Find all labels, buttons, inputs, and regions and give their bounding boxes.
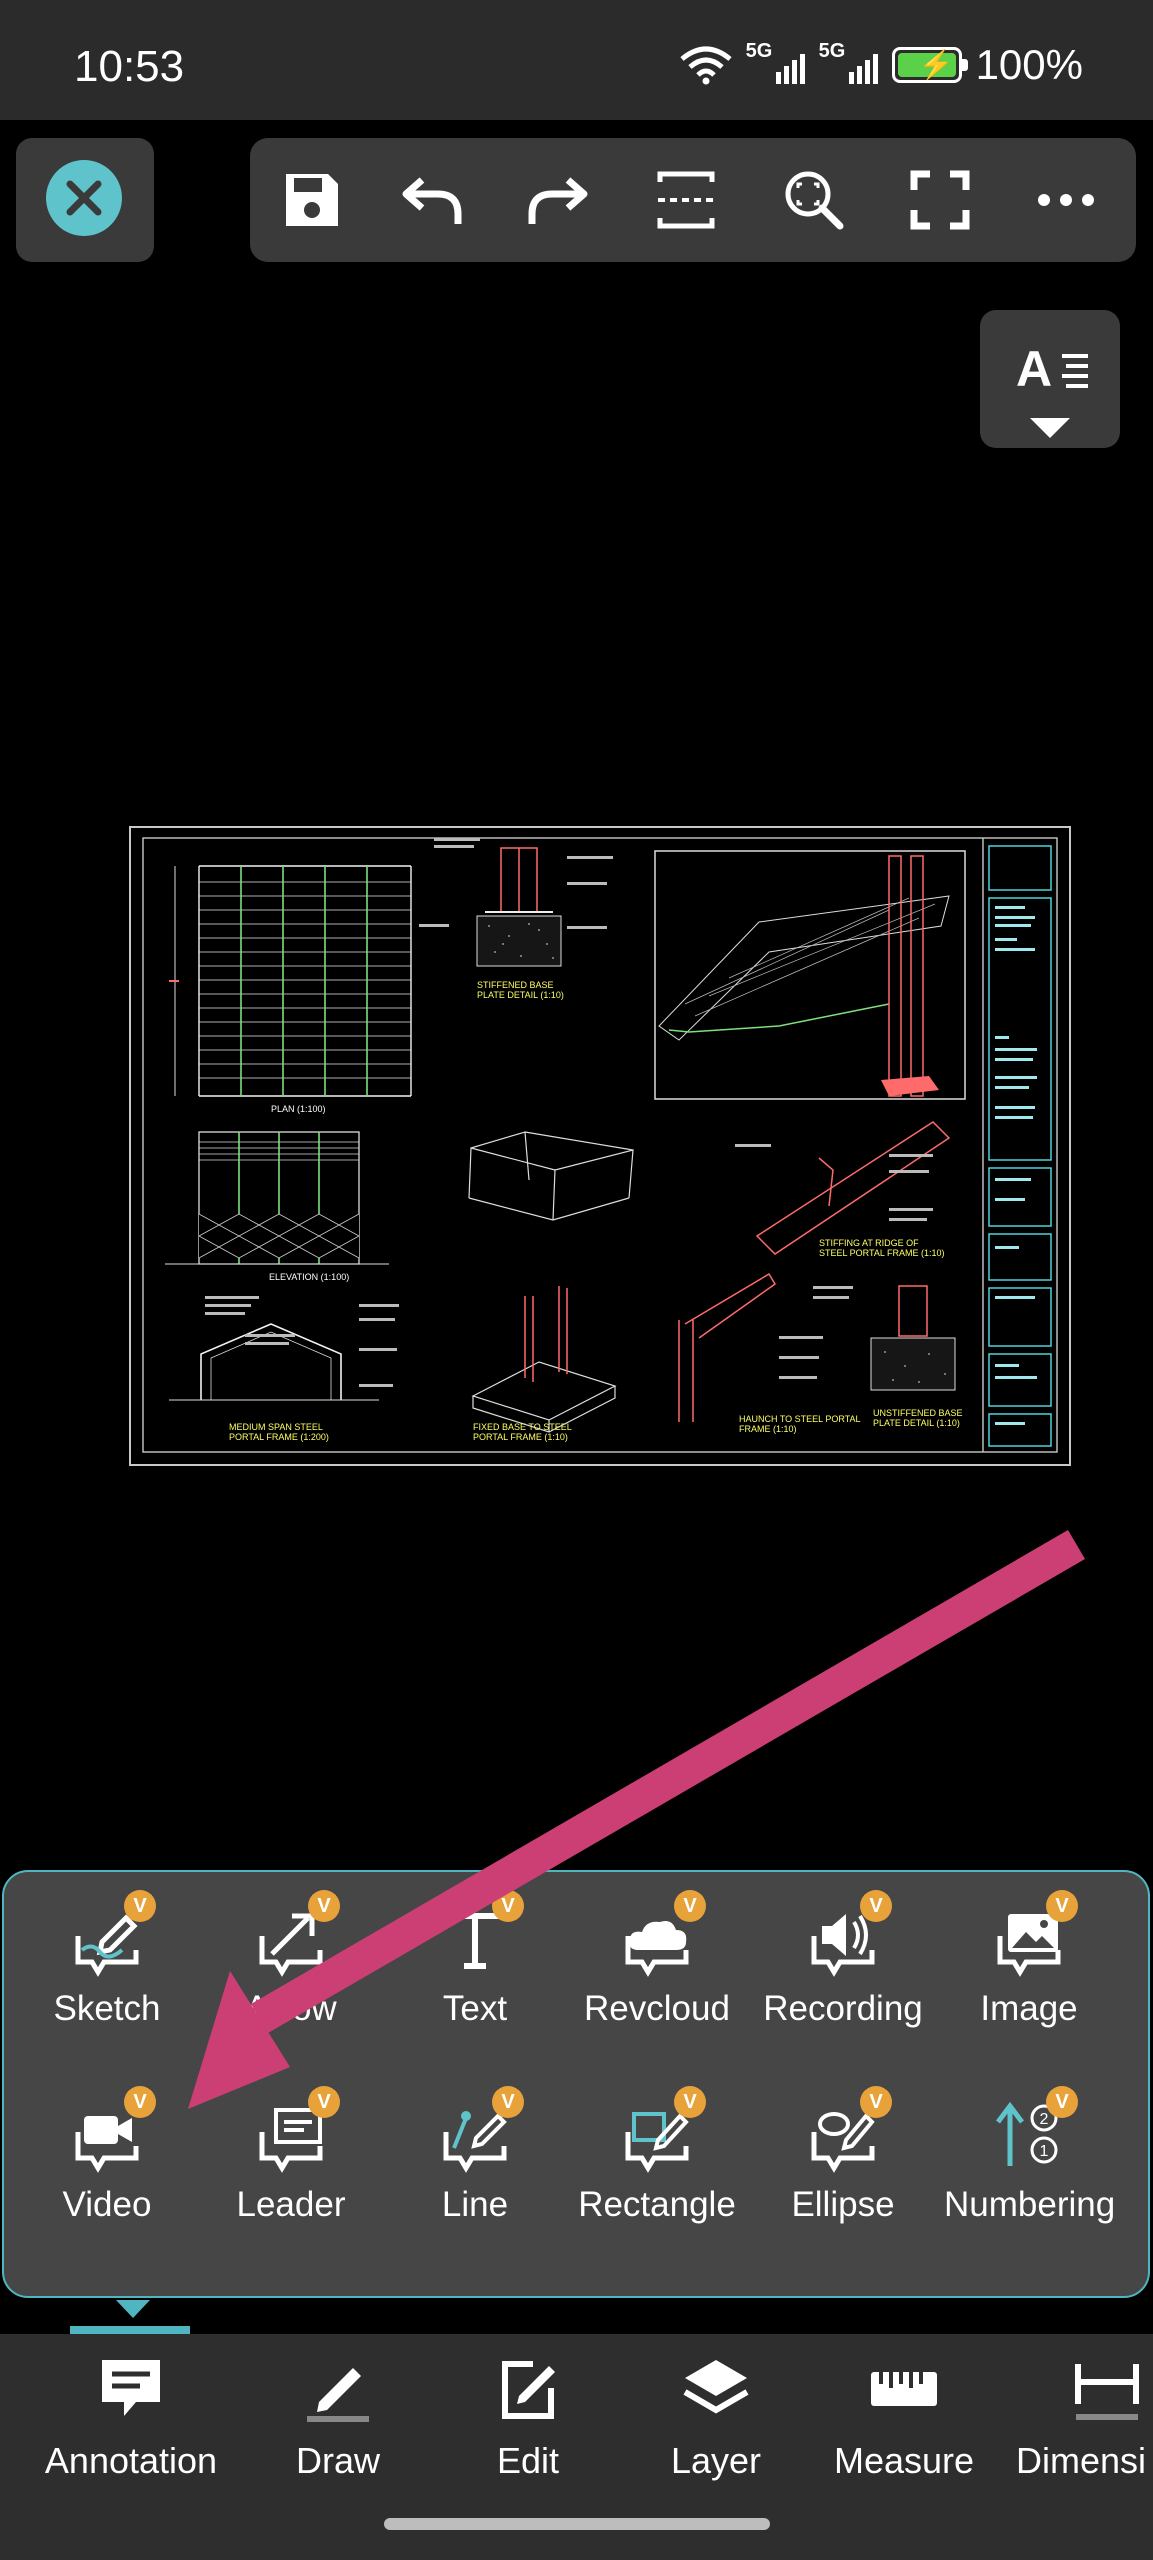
- plan-label: PLAN (1:100): [271, 1104, 326, 1114]
- vip-badge: V: [124, 1890, 156, 1922]
- line-tool-icon: [443, 2111, 507, 2173]
- elevation-label: ELEVATION (1:100): [269, 1272, 349, 1282]
- text-style-button[interactable]: A: [980, 310, 1120, 448]
- bottom-navigation: Annotation Draw Edit Layer: [0, 2334, 1153, 2560]
- status-time: 10:53: [74, 42, 185, 91]
- draw-icon: [307, 2368, 369, 2422]
- numbering-icon: 2 1: [996, 2101, 1058, 2166]
- signal-icon-1: 5G: [746, 40, 805, 84]
- tab-layer[interactable]: Layer: [656, 2354, 776, 2482]
- ruler-icon: [871, 2372, 937, 2406]
- status-icons: 5G 5G ⚡ 100%: [679, 40, 1083, 90]
- edit-icon: [502, 2361, 555, 2419]
- fullscreen-icon[interactable]: [908, 168, 972, 232]
- battery-icon: ⚡: [891, 47, 968, 83]
- undo-icon[interactable]: [400, 168, 464, 232]
- panel-pointer: [116, 2300, 150, 2318]
- close-button-container: [16, 138, 154, 262]
- more-icon[interactable]: [1034, 168, 1098, 232]
- unstiffened-label: UNSTIFFENED BASE: [873, 1408, 963, 1418]
- tool-sketch[interactable]: V Sketch: [22, 1890, 192, 2030]
- stiffened-label: STIFFENED BASE: [477, 980, 554, 990]
- tool-ellipse[interactable]: V Ellipse: [758, 2086, 928, 2226]
- tool-leader[interactable]: V Leader: [206, 2086, 376, 2226]
- battery-percent: 100%: [975, 41, 1083, 88]
- vip-badge: V: [124, 2086, 156, 2118]
- close-icon: [66, 180, 102, 216]
- tab-dimension[interactable]: Dimensi: [1016, 2354, 1153, 2482]
- unstiffened-label-2: PLATE DETAIL (1:10): [873, 1418, 960, 1428]
- annotation-icon: [102, 2360, 160, 2416]
- vip-badge: V: [1046, 1890, 1078, 1922]
- medium-label-2: PORTAL FRAME (1:200): [229, 1432, 329, 1442]
- vip-badge: V: [308, 2086, 340, 2118]
- tool-video[interactable]: V Video: [22, 2086, 192, 2226]
- haunch-label: HAUNCH TO STEEL PORTAL: [739, 1414, 861, 1424]
- leader-icon: [259, 2108, 323, 2173]
- signal-icon-2: 5G: [819, 40, 878, 84]
- vip-badge: V: [860, 1890, 892, 1922]
- vip-badge: V: [674, 2086, 706, 2118]
- close-button[interactable]: [46, 160, 122, 236]
- tab-annotation[interactable]: Annotation: [38, 2354, 224, 2482]
- wifi-icon: [679, 46, 732, 85]
- video-icon: [75, 2116, 139, 2173]
- sketch-icon: [75, 1914, 139, 1977]
- vip-badge: V: [492, 1890, 524, 1922]
- save-icon[interactable]: [280, 168, 344, 232]
- tool-numbering[interactable]: 2 1 V Numbering: [944, 2086, 1115, 2226]
- layer-icon: [683, 2360, 749, 2414]
- tool-recording[interactable]: V Recording: [758, 1890, 928, 2030]
- tool-revcloud[interactable]: V Revcloud: [572, 1890, 742, 2030]
- svg-text:1: 1: [1040, 2143, 1049, 2160]
- tool-text[interactable]: V Text: [390, 1890, 560, 2030]
- vip-badge: V: [492, 2086, 524, 2118]
- top-toolbar: [250, 138, 1136, 262]
- fixed-label-2: PORTAL FRAME (1:10): [473, 1432, 568, 1442]
- tool-rectangle[interactable]: V Rectangle: [572, 2086, 742, 2226]
- tool-arrow[interactable]: V Arrow: [206, 1890, 376, 2030]
- haunch-label-2: FRAME (1:10): [739, 1424, 797, 1434]
- zoom-window-icon[interactable]: [782, 168, 846, 232]
- active-tab-indicator: [70, 2326, 190, 2334]
- annotation-tools-panel: V Sketch V Arrow V Text V: [2, 1870, 1150, 2298]
- text-style-label: A: [1016, 341, 1053, 397]
- dimension-icon: [1075, 2364, 1139, 2420]
- svg-text:2: 2: [1040, 2111, 1049, 2128]
- vip-badge: V: [860, 2086, 892, 2118]
- fit-width-icon[interactable]: [654, 168, 718, 232]
- home-indicator: [384, 2518, 770, 2530]
- redo-icon[interactable]: [526, 168, 590, 232]
- stiffened-label-2: PLATE DETAIL (1:10): [477, 990, 564, 1000]
- cad-drawing-canvas[interactable]: PLAN (1:100) ELEVATION (1:100) ST: [129, 826, 1071, 1466]
- vip-badge: V: [674, 1890, 706, 1922]
- tool-image[interactable]: V Image: [944, 1890, 1114, 2030]
- medium-label: MEDIUM SPAN STEEL: [229, 1422, 323, 1432]
- tab-edit[interactable]: Edit: [468, 2354, 588, 2482]
- text-lines-icon: [1062, 354, 1088, 388]
- stiffing-label: STIFFING AT RIDGE OF: [819, 1238, 919, 1248]
- vip-badge: V: [308, 1890, 340, 1922]
- fixed-label: FIXED BASE TO STEEL: [473, 1422, 572, 1432]
- vip-badge: V: [1046, 2086, 1078, 2118]
- tab-measure[interactable]: Measure: [826, 2354, 982, 2482]
- rectangle-icon: [625, 2112, 689, 2173]
- status-bar: 10:53 5G 5G ⚡ 100%: [0, 0, 1153, 120]
- ellipse-icon: [811, 2112, 875, 2173]
- chevron-down-icon: [1030, 418, 1070, 438]
- tool-line[interactable]: V Line: [390, 2086, 560, 2226]
- stiffing-label-2: STEEL PORTAL FRAME (1:10): [819, 1248, 945, 1258]
- tab-draw[interactable]: Draw: [278, 2354, 398, 2482]
